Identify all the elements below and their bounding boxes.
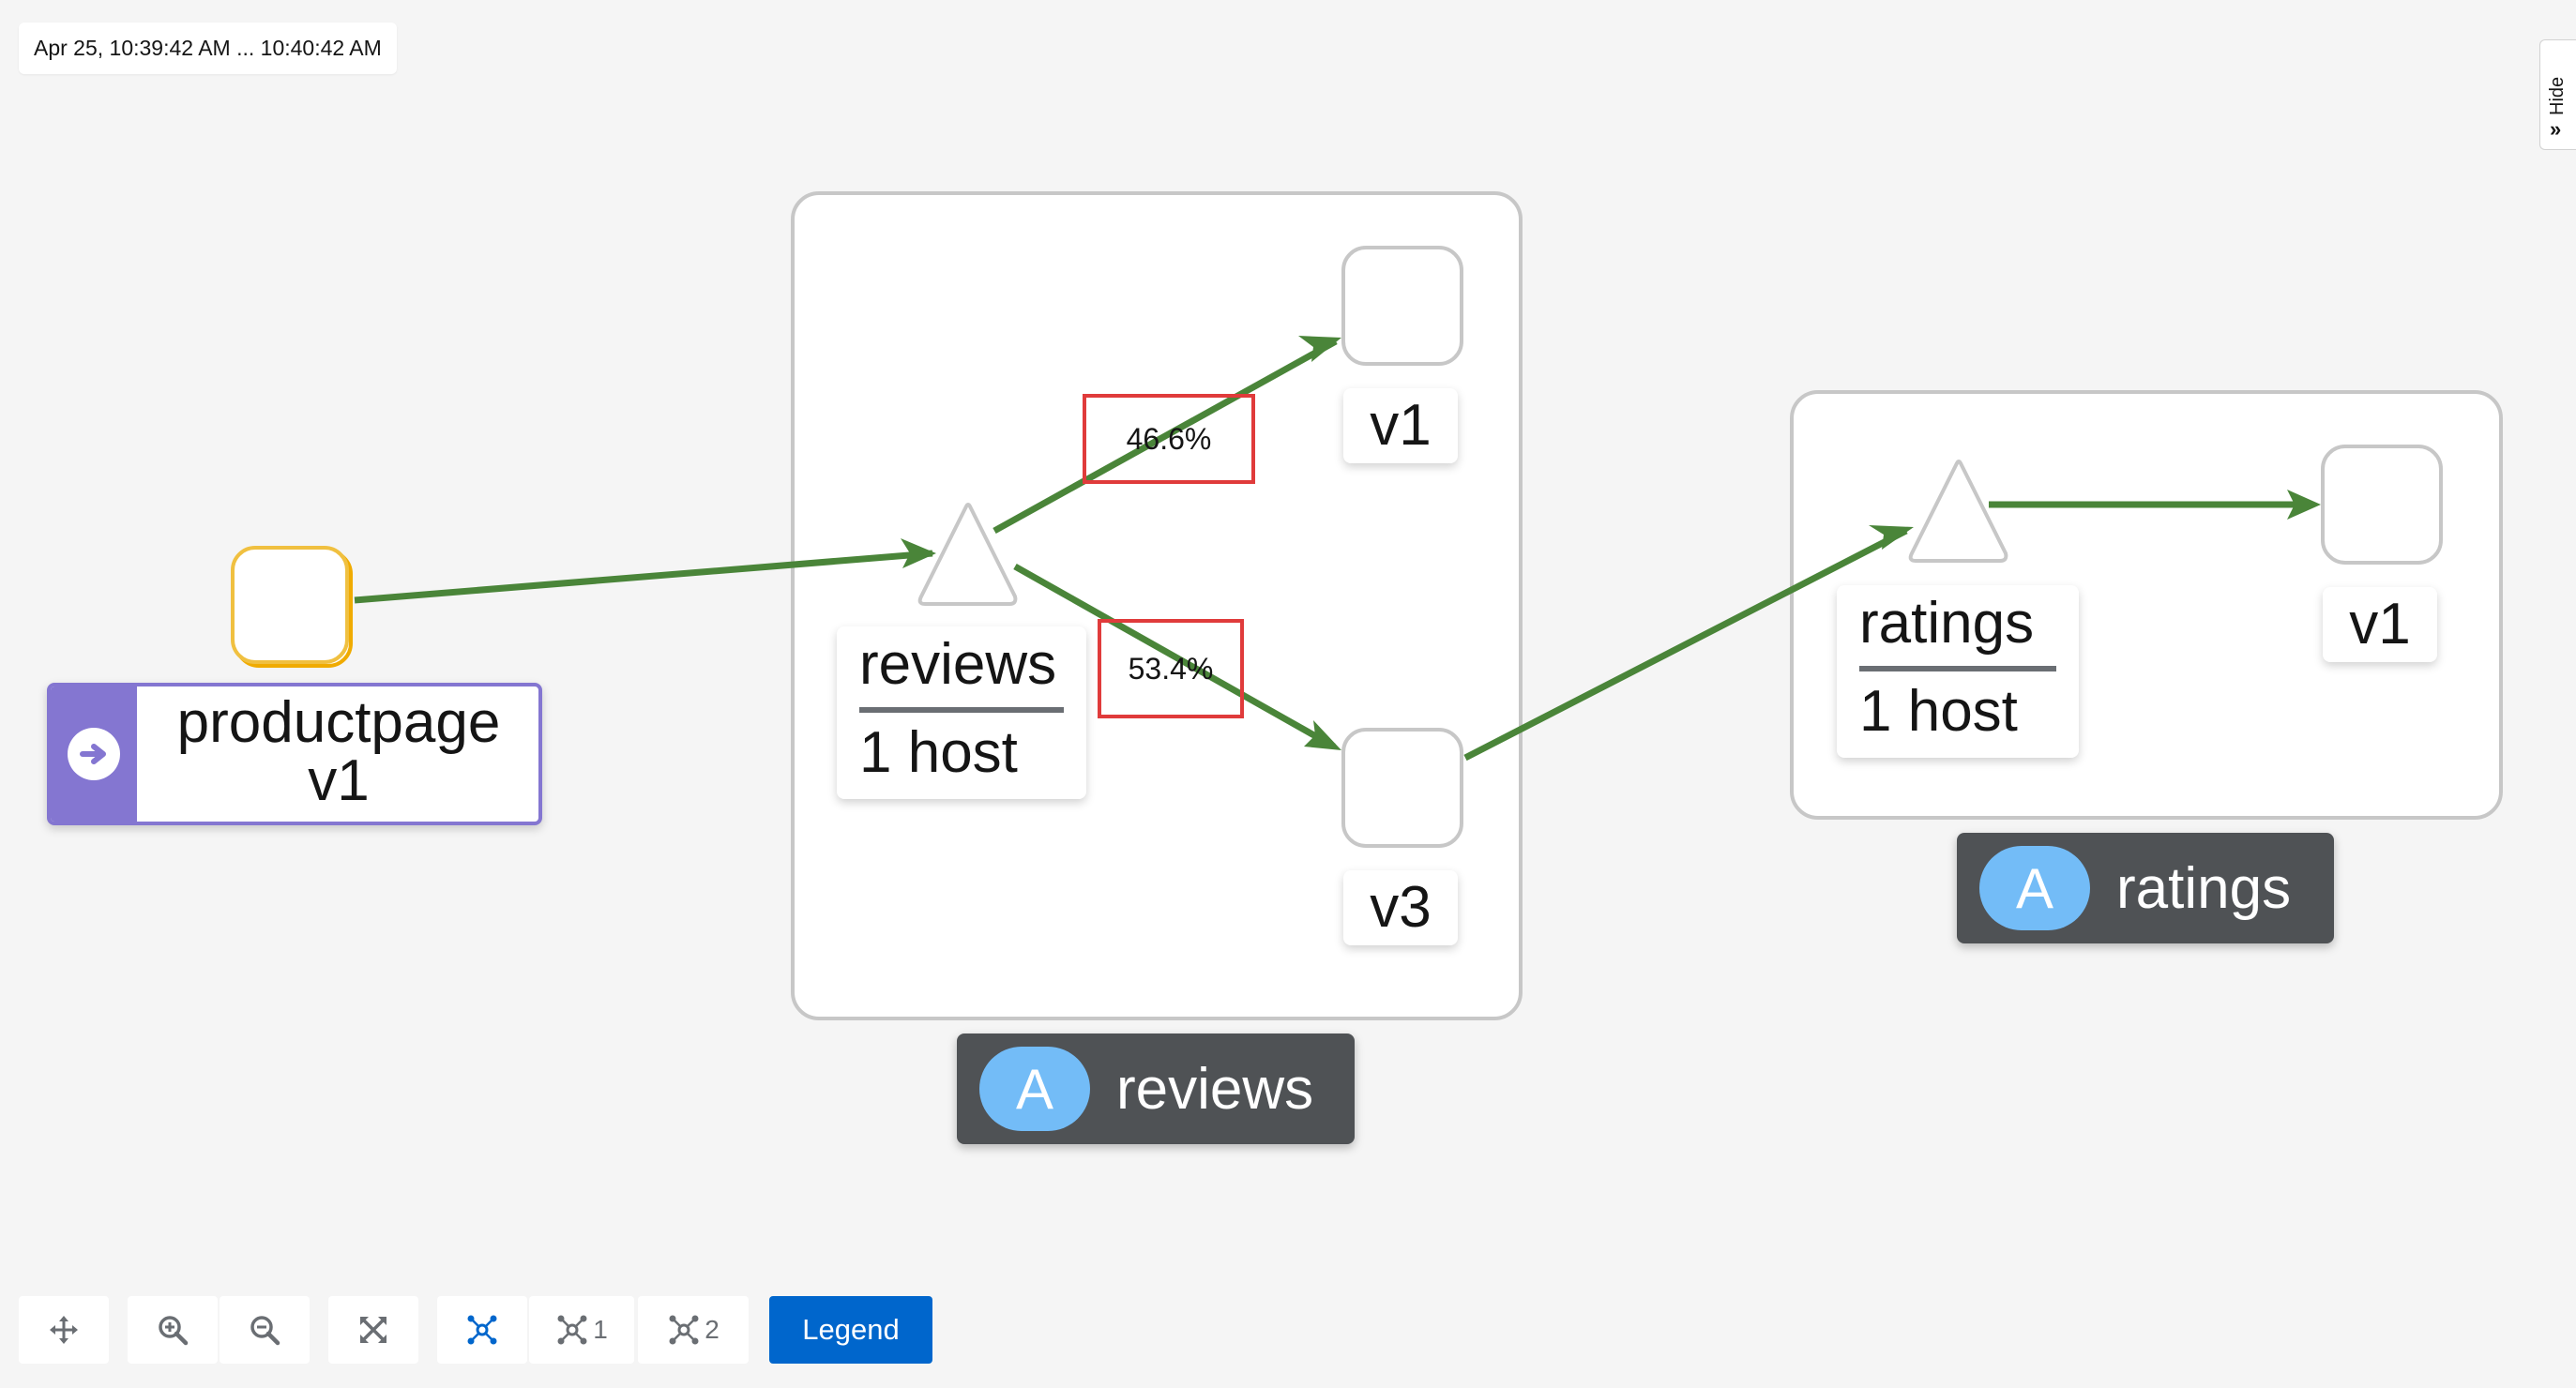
reviews-service-name: reviews — [859, 626, 1064, 713]
ratings-service-hosts: 1 host — [1859, 679, 2018, 744]
ratings-service-node[interactable] — [1908, 460, 2008, 563]
topology-icon — [465, 1313, 499, 1347]
expand-icon — [357, 1314, 389, 1346]
zoom-in-button[interactable] — [128, 1296, 218, 1364]
double-chevron-right-icon: » — [2550, 117, 2562, 141]
edge-productpage-to-reviews[interactable] — [354, 550, 933, 604]
reviews-v3-workload-node[interactable] — [1341, 728, 1463, 848]
topology-icon — [555, 1313, 589, 1347]
edge-arrowhead — [1869, 525, 1914, 550]
edge-v3-to-ratings[interactable] — [1463, 527, 1908, 762]
pan-button[interactable] — [19, 1296, 109, 1364]
reviews-service-label[interactable]: reviews 1 host — [837, 626, 1086, 799]
topology-icon — [667, 1313, 701, 1347]
hide-panel-label: Hide — [2547, 76, 2568, 115]
reviews-app-box[interactable] — [791, 191, 1523, 1020]
edge-reviews-to-v3[interactable] — [1013, 563, 1336, 750]
edge-label-to-v1[interactable]: 46.6% — [1083, 394, 1255, 484]
reviews-app-name: reviews — [1116, 1056, 1314, 1122]
edge-arrowhead — [2287, 490, 2321, 520]
reviews-service-node[interactable] — [917, 503, 1018, 606]
productpage-node-label[interactable]: productpage v1 — [47, 683, 542, 825]
edge-arrowhead — [1304, 720, 1341, 750]
reviews-v3-label[interactable]: v3 — [1343, 870, 1458, 945]
ratings-v1-workload-node[interactable] — [2321, 445, 2443, 565]
productpage-version: v1 — [308, 748, 370, 813]
reviews-v1-label[interactable]: v1 — [1343, 388, 1458, 463]
zoom-in-icon — [157, 1314, 189, 1346]
productpage-name: productpage — [176, 690, 501, 755]
ratings-v1-label[interactable]: v1 — [2323, 587, 2437, 662]
edge-reviews-to-v1[interactable] — [993, 338, 1338, 535]
edge-label-to-v3[interactable]: 53.4% — [1098, 619, 1244, 718]
ratings-app-badge[interactable]: A ratings — [1957, 833, 2334, 943]
fit-to-screen-button[interactable] — [328, 1296, 418, 1364]
ratings-service-name: ratings — [1859, 585, 2056, 671]
productpage-label-accent — [51, 686, 137, 822]
layout-2-button[interactable]: 2 — [638, 1296, 749, 1364]
edge-arrowhead — [1298, 336, 1341, 362]
edge-arrowhead — [901, 538, 936, 568]
layout-1-label: 1 — [593, 1315, 608, 1344]
zoom-out-button[interactable] — [220, 1296, 310, 1364]
time-range-label: Apr 25, 10:39:42 AM ... 10:40:42 AM — [19, 23, 397, 74]
legend-button[interactable]: Legend — [769, 1296, 932, 1364]
arrow-right-circle-icon — [68, 728, 120, 780]
ratings-service-label[interactable]: ratings 1 host — [1837, 585, 2079, 758]
productpage-workload-shadow — [231, 546, 349, 664]
layout-1-button[interactable]: 1 — [529, 1296, 634, 1364]
app-badge-circle: A — [979, 1047, 1090, 1131]
hide-panel-button[interactable]: Hide » — [2539, 39, 2576, 150]
app-badge-circle: A — [1979, 846, 2090, 930]
productpage-label-text: productpage v1 — [143, 694, 535, 810]
zoom-out-icon — [249, 1314, 280, 1346]
ratings-app-name: ratings — [2116, 855, 2292, 921]
move-arrows-icon — [48, 1314, 80, 1346]
reviews-app-badge[interactable]: A reviews — [957, 1033, 1355, 1144]
layout-default-button[interactable] — [437, 1296, 527, 1364]
reviews-v1-workload-node[interactable] — [1341, 246, 1463, 366]
layout-2-label: 2 — [705, 1315, 720, 1344]
reviews-service-hosts: 1 host — [859, 720, 1018, 785]
